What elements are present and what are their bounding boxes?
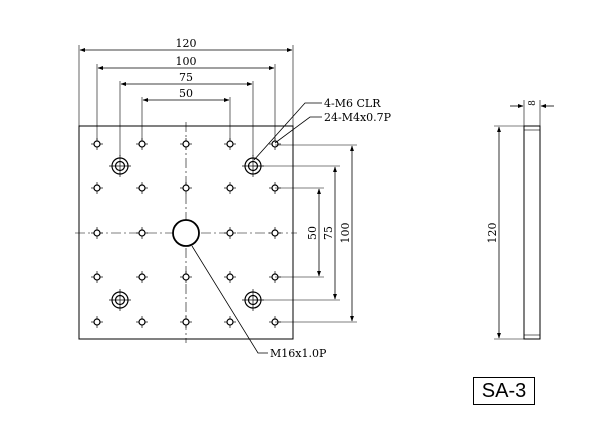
tapped-hole — [136, 271, 148, 283]
leader-clearance — [253, 102, 322, 161]
dim-text-120: 120 — [176, 37, 197, 50]
tapped-hole — [224, 271, 236, 283]
dim-text-right-100: 100 — [339, 223, 352, 244]
tapped-hole — [136, 316, 148, 328]
dim-text-side-120: 120 — [486, 223, 499, 244]
tapped-hole — [91, 271, 103, 283]
clearance-hole — [109, 289, 131, 311]
tapped-hole — [224, 182, 236, 194]
callouts: 4-M6 CLR 24-M4x0.7P M16x1.0P — [191, 97, 392, 360]
tapped-hole — [180, 316, 192, 328]
right-dimensions: 50 75 100 — [253, 144, 357, 323]
clearance-hole — [109, 155, 131, 177]
tapped-hole — [136, 227, 148, 239]
dim-text-50: 50 — [179, 87, 193, 100]
tapped-hole — [180, 271, 192, 283]
tapped-hole — [136, 138, 148, 150]
tapped-hole — [180, 138, 192, 150]
dim-text-side-8: 8 — [528, 100, 538, 106]
part-label: SA-3 — [473, 377, 535, 405]
top-dimensions: 120 100 75 50 — [78, 37, 294, 156]
tapped-hole — [91, 227, 103, 239]
tapped-hole — [180, 182, 192, 194]
side-plate — [523, 125, 541, 340]
tapped-hole — [269, 227, 281, 239]
center-hole — [172, 219, 200, 247]
tapped-hole — [224, 138, 236, 150]
tapped-hole — [91, 182, 103, 194]
tapped-hole — [91, 316, 103, 328]
callout-tapped-text: 24-M4x0.7P — [324, 111, 392, 124]
dim-text-100: 100 — [176, 55, 197, 68]
tapped-hole — [224, 316, 236, 328]
dim-text-right-75: 75 — [322, 226, 335, 240]
clearance-hole — [242, 289, 264, 311]
leader-tapped — [274, 116, 322, 144]
tapped-hole — [136, 182, 148, 194]
callout-clearance-text: 4-M6 CLR — [324, 97, 381, 110]
dim-text-right-50: 50 — [306, 226, 319, 240]
tapped-hole — [224, 227, 236, 239]
side-view: 120 8 — [486, 100, 554, 340]
front-view — [75, 122, 297, 343]
dim-text-75: 75 — [179, 71, 193, 84]
leader-center — [191, 245, 268, 354]
callout-center-text: M16x1.0P — [270, 347, 327, 360]
